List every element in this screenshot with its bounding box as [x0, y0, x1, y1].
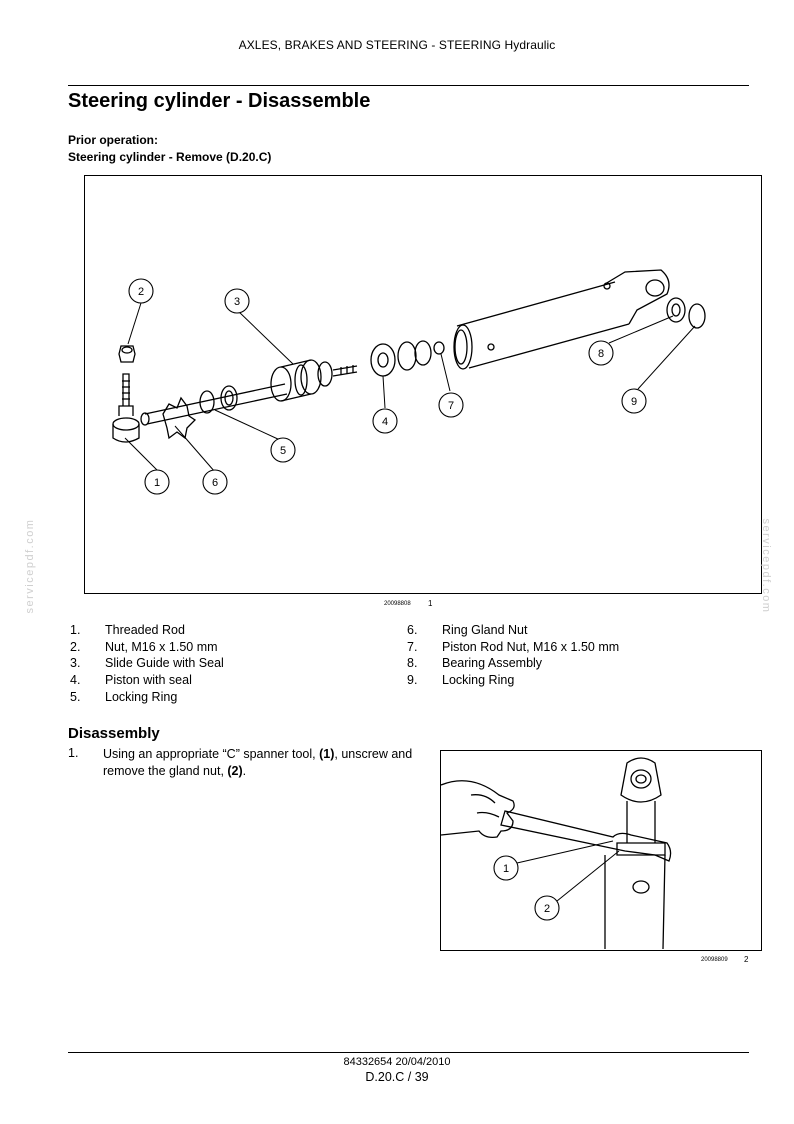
svg-text:9: 9	[631, 396, 637, 408]
callout-1: 1	[493, 855, 519, 881]
callout-2: 2	[534, 895, 560, 921]
callout-1: 1	[144, 469, 170, 495]
figure-2-number: 2	[744, 955, 749, 964]
svg-text:3: 3	[234, 296, 240, 308]
callout-5: 5	[270, 437, 296, 463]
header-rule	[68, 85, 749, 86]
callout-7: 7	[438, 392, 464, 418]
svg-text:8: 8	[598, 348, 604, 360]
spanner-illustration: 1 2	[441, 757, 672, 950]
svg-text:5: 5	[280, 445, 286, 457]
prior-operation-link[interactable]: Steering cylinder - Remove (D.20.C)	[68, 150, 272, 164]
figure-1-exploded-view: 1 2 3 4 5 6 7 8	[84, 175, 762, 594]
figure-1-id: 20098808	[384, 601, 411, 607]
section-title: Disassembly	[68, 725, 160, 742]
figure-1-number: 1	[428, 599, 433, 608]
footer-rule	[68, 1052, 749, 1053]
footer-doc-number: 84332654 20/04/2010	[343, 1056, 451, 1068]
callout-4: 4	[372, 408, 398, 434]
svg-text:4: 4	[382, 416, 388, 428]
footer-page-number: D.20.C / 39	[365, 1070, 429, 1084]
callout-2: 2	[128, 278, 154, 304]
prior-operation-label: Prior operation:	[68, 133, 159, 147]
figure-2-id: 20098809	[701, 957, 728, 963]
step-number: 1.	[68, 746, 79, 760]
watermark-right: servicepdf.com	[760, 518, 772, 614]
callout-6: 6	[202, 469, 228, 495]
callout-9: 9	[621, 388, 647, 414]
running-header: AXLES, BRAKES AND STEERING - STEERING Hy…	[238, 38, 556, 52]
svg-text:6: 6	[212, 477, 218, 489]
svg-text:2: 2	[138, 286, 144, 298]
svg-text:1: 1	[503, 863, 509, 875]
callout-3: 3	[224, 288, 250, 314]
svg-text:7: 7	[448, 400, 454, 412]
page-title: Steering cylinder - Disassemble	[68, 90, 371, 112]
exploded-cylinder-illustration: 1 2 3 4 5 6 7 8	[112, 269, 706, 495]
step-text: Using an appropriate “C” spanner tool, (…	[103, 747, 413, 778]
callout-8: 8	[588, 340, 614, 366]
figure-2-spanner-view: 1 2	[440, 750, 762, 951]
watermark-left: servicepdf.com	[24, 518, 36, 614]
svg-text:2: 2	[544, 903, 550, 915]
svg-text:1: 1	[154, 477, 160, 489]
